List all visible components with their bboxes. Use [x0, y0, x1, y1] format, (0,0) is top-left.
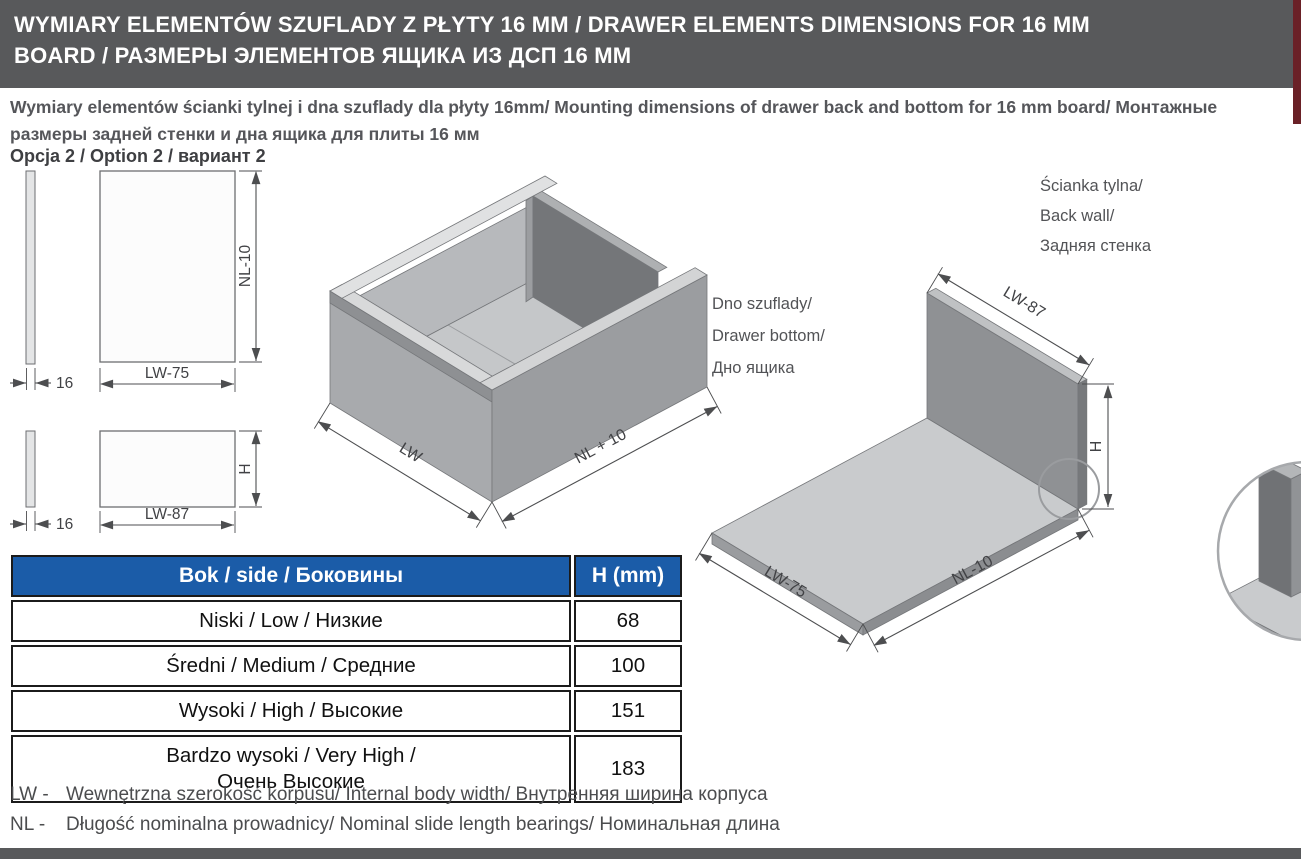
legend-text-nl: Długość nominalna prowadnicy/ Nominal sl… [66, 814, 780, 835]
height-spec-table: Bok / side / Боковины H (mm) Niski / Low… [8, 552, 685, 806]
drawer-3d-view [329, 175, 708, 503]
back-wall-label-line1: Ścianka tylna/ [1040, 176, 1143, 195]
dim-lw75-back: LW-75 [761, 563, 809, 601]
drawer-inner-wall [347, 195, 549, 379]
side-height: 183 [574, 735, 682, 803]
legend-row-nl: NL - Długość nominalna prowadnicy/ Nomin… [10, 814, 780, 836]
page-footer-bar [0, 848, 1301, 859]
side-name: Bardzo wysoki / Very High / Очень Высоки… [11, 735, 571, 803]
side-height: 151 [574, 690, 682, 732]
back-wall-label-line3: Задняя стенка [1040, 237, 1152, 255]
legend-text-lw: Wewnętrzna szerokość korpusu/ Internal b… [66, 784, 768, 805]
legend-row-lw: LW - Wewnętrzna szerokość korpusu/ Inter… [10, 784, 780, 806]
legend-term-lw: LW - [10, 784, 49, 805]
legend-term-nl: NL - [10, 814, 46, 835]
drawer-bottom-label-line3: Дно ящика [712, 359, 795, 377]
dim-h-flat: H [237, 463, 254, 474]
back-wall-3d-view [711, 287, 1100, 636]
side-height: 68 [574, 600, 682, 642]
dim-lw87-flat: LW-87 [145, 506, 189, 523]
side-height: 100 [574, 645, 682, 687]
drawer-back-panel [532, 195, 659, 374]
table-header-side: Bok / side / Боковины [11, 555, 571, 597]
side-name: Wysoki / High / Высокие [11, 690, 571, 732]
drawer-bottom-label-line2: Drawer bottom/ [712, 327, 825, 345]
assembly-back-wall [926, 292, 1079, 510]
table-row: Niski / Low / Низкие 68 [11, 600, 682, 642]
panel-edge-view [25, 170, 36, 365]
dim-lw87-back: LW-87 [1000, 284, 1048, 322]
dim-thickness-bottom: 16 [56, 516, 73, 533]
drawer-front-face [329, 290, 493, 503]
option-label: Opcja 2 / Option 2 / вариант 2 [10, 146, 266, 166]
table-row: Wysoki / High / Высокие 151 [11, 690, 682, 732]
dim-lw-drawer: LW [396, 440, 425, 467]
table-header-h: H (mm) [574, 555, 682, 597]
side-name: Średni / Medium / Средние [11, 645, 571, 687]
assembly-bottom-panel [711, 417, 1079, 625]
page-header: WYMIARY ELEMENTÓW SZUFLADY Z PŁYTY 16 MM… [0, 0, 1301, 88]
dim-lw75-flat: LW-75 [145, 365, 189, 382]
back-wall-3d-dimensions: LW-87 H NL-10 LW-75 Ścianka tylna/ Back … [695, 176, 1152, 653]
side-name: Niski / Low / Низкие [11, 600, 571, 642]
section-subtitle: Wymiary elementów ścianki tylnej i dna s… [10, 97, 1218, 144]
flat-view-bottom-panel: 16 LW-87 H [10, 430, 262, 533]
dim-h-back: H [1088, 441, 1105, 453]
detail-marker-circle [1038, 458, 1100, 520]
dim-nl10-flat: NL-10 [237, 245, 254, 288]
page-title: WYMIARY ELEMENTÓW SZUFLADY Z PŁYTY 16 MM… [14, 12, 1090, 68]
abbreviation-legend: LW - Wewnętrzna szerokość korpusu/ Inter… [10, 784, 780, 844]
drawer-side-face [491, 274, 708, 503]
table-row: Średni / Medium / Средние 100 [11, 645, 682, 687]
detail-view [1216, 460, 1301, 642]
detail-circle-outline [1216, 460, 1301, 642]
table-header-row: Bok / side / Боковины H (mm) [11, 555, 682, 597]
dim-nl10-drawer: NL + 10 [572, 426, 629, 467]
dim-nl10-back: NL-10 [949, 553, 996, 589]
drawer-bottom-panel [347, 271, 693, 463]
panel-edge-view [25, 430, 36, 508]
drawer-bottom-label-line1: Dno szuflady/ [712, 295, 812, 313]
drawer-3d-dimensions: LW NL + 10 Dno szuflady/ Drawer bottom/ … [313, 295, 825, 529]
panel-face-view [99, 430, 236, 508]
back-wall-label-line2: Back wall/ [1040, 207, 1115, 225]
panel-face-view [99, 170, 236, 363]
detail-wall-edge [1258, 462, 1292, 598]
page-edge-marker [1293, 0, 1301, 124]
flat-view-back-panel: 16 LW-75 NL-10 [10, 170, 262, 392]
table-row: Bardzo wysoki / Very High / Очень Высоки… [11, 735, 682, 803]
dim-thickness-top: 16 [56, 375, 73, 392]
